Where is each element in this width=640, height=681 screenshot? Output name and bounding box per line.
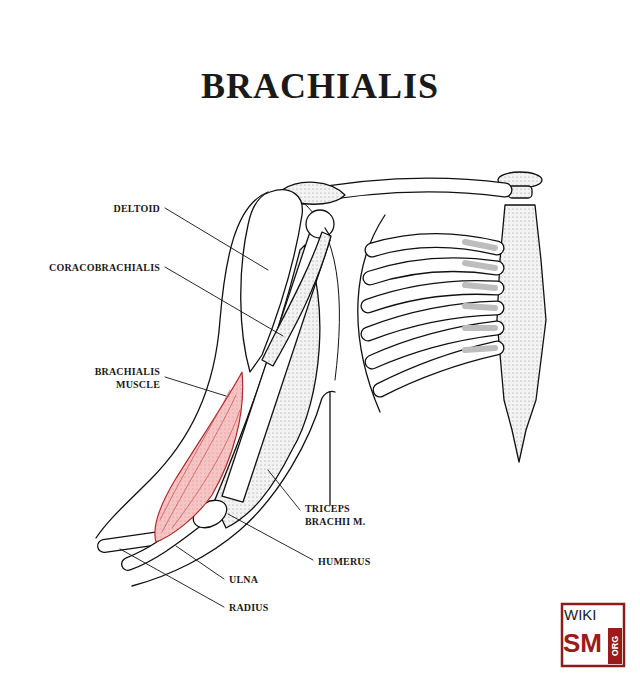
muscle-label: DELTOID — [40, 202, 160, 215]
bone-label: HUMERUS — [318, 555, 408, 568]
logo-text: WIKI — [564, 606, 608, 624]
muscle-label: CORACOBRACHIALIS — [30, 261, 160, 274]
diagram-title: BRACHIALIS — [0, 66, 640, 106]
logo-text: SM — [563, 627, 609, 659]
bone-label: ULNA — [229, 573, 289, 586]
logo-text: ORG — [609, 629, 621, 663]
muscle-label: TRICEPS BRACHII M. — [305, 502, 385, 528]
muscle-label: BRACHIALIS MUSCLE — [82, 365, 160, 391]
bone-label: RADIUS — [229, 601, 299, 614]
